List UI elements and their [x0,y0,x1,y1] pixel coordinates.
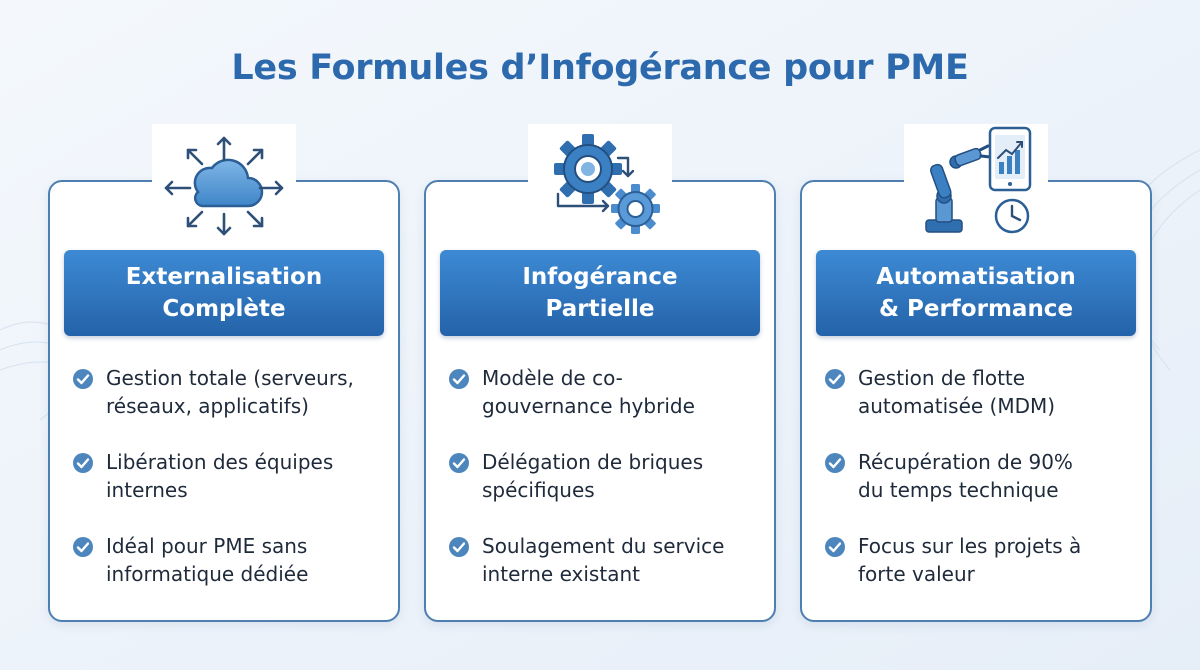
card-heading-line: & Performance [878,296,1074,322]
feature-item: Focus sur les projets à forte valeur [824,532,1136,616]
card-icon-container [904,124,1048,242]
feature-text-line: automatisée (MDM) [858,394,1056,418]
feature-item: Délégation de briques spécifiques [448,448,760,532]
feature-text-line: Idéal pour PME sans [106,534,308,558]
feature-item: Idéal pour PME sans informatique dédiée [72,532,384,616]
feature-text-line: Focus sur les projets à [858,534,1082,558]
feature-item: Gestion totale (serveurs, réseaux, applic… [72,364,384,448]
card-heading-line: Externalisation [125,264,323,290]
check-circle-icon [449,369,469,389]
feature-text-line: Soulagement du service [482,534,725,558]
card-heading-line: Infogérance [522,264,678,290]
card-automatisation: Automatisation & Performance Gestion de … [800,124,1152,622]
feature-list: Gestion totale (serveurs, réseaux, applic… [72,364,384,616]
feature-text-line: Modèle de co- [482,366,623,390]
feature-text-line: Délégation de briques [482,450,704,474]
feature-text-line: internes [106,478,188,502]
feature-text-line: du temps technique [858,478,1059,502]
card-heading-line: Partielle [545,296,655,322]
feature-text-line: gouvernance hybride [482,394,695,418]
page-title: Les Formules d’Infogérance pour PME [231,48,969,88]
feature-item: Gestion de flotte automatisée (MDM) [824,364,1136,448]
feature-item: Récupération de 90% du temps technique [824,448,1136,532]
feature-text-line: Récupération de 90% [858,450,1073,474]
card-heading-banner: Infogérance Partielle [440,250,760,336]
card-heading-banner: Externalisation Complète [64,250,384,336]
feature-text-line: réseaux, applicatifs) [106,394,309,418]
card-heading-line: Automatisation [876,264,1076,290]
feature-item: Soulagement du service interne existant [448,532,760,616]
card-externalisation: Externalisation Complète Gestion totale … [48,124,400,622]
feature-item: Modèle de co-gouvernance hybride [448,364,760,448]
feature-list: Modèle de co-gouvernance hybride Délégat… [448,364,760,616]
check-circle-icon [825,369,845,389]
gears-icon [554,134,660,234]
card-infogerance-partielle: Infogérance Partielle Modèle de co-gouve… [424,124,776,622]
cloud-network-icon [164,136,284,236]
check-circle-icon [73,369,93,389]
card-icon-container [528,124,672,242]
check-circle-icon [449,453,469,473]
feature-list: Gestion de flotte automatisée (MDM) Récup… [824,364,1136,616]
card-heading-line: Complète [162,296,286,322]
feature-text-line: spécifiques [482,478,595,502]
check-circle-icon [73,537,93,557]
feature-text-line: forte valeur [858,562,975,586]
robot-arm-tablet-clock-icon [925,126,1032,234]
card-icon-container [152,124,296,242]
feature-text-line: Libération des équipes [106,450,334,474]
feature-text-line: informatique dédiée [106,562,309,586]
card-heading-banner: Automatisation & Performance [816,250,1136,336]
check-circle-icon [825,453,845,473]
feature-text-line: Gestion de flotte [858,366,1026,390]
feature-item: Libération des équipes internes [72,448,384,532]
feature-text-line: interne existant [482,562,640,586]
check-circle-icon [73,453,93,473]
feature-text-line: Gestion totale (serveurs, [106,366,354,390]
check-circle-icon [449,537,469,557]
check-circle-icon [825,537,845,557]
